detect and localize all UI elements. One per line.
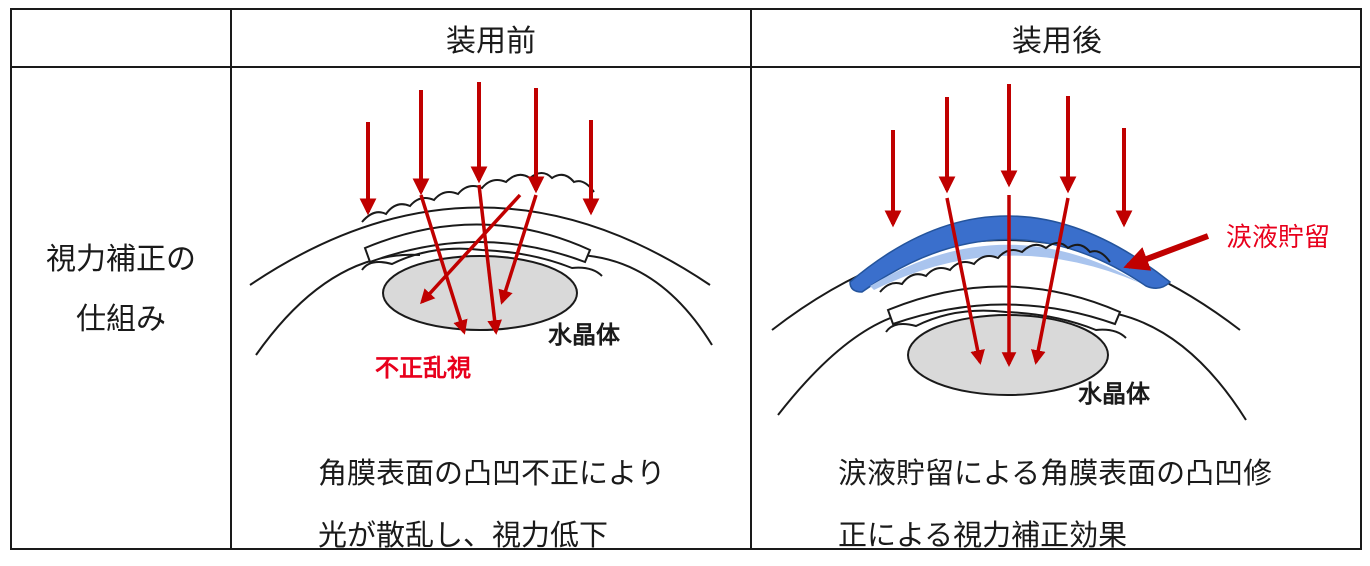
row-label-line1: 視力補正の — [46, 242, 196, 277]
after-tear-film-dark — [849, 215, 1172, 293]
caption-before: 角膜表面の凸凹不正により 光が散乱し、視力低下 — [318, 442, 665, 566]
after-label-lens: 水晶体 — [1078, 380, 1151, 408]
caption-before-line1: 角膜表面の凸凹不正により — [318, 456, 666, 490]
after-eye-inner-curve — [777, 309, 931, 416]
after-ray-1 — [945, 197, 985, 365]
header-divider — [12, 66, 1360, 68]
caption-before-line2: 光が散乱し、視力低下 — [318, 518, 609, 552]
before-iris-ring — [361, 247, 603, 277]
column-divider-right — [750, 10, 752, 548]
before-ray-3 — [420, 193, 522, 305]
caption-after-line1: 涙液貯留による角膜表面の凸凹修 — [838, 456, 1273, 490]
before-iris-band — [363, 223, 592, 264]
row-label-line2: 仕組み — [76, 302, 166, 337]
after-tear-pointer-arrow — [1123, 233, 1210, 271]
after-iris-ring — [885, 309, 1127, 339]
header-after: 装用後 — [1012, 24, 1102, 59]
before-cornea-bumpy — [361, 172, 595, 223]
before-eye-inner-curve — [255, 253, 421, 356]
column-divider-left — [230, 10, 232, 548]
after-cornea-bumpy — [879, 242, 1111, 293]
after-tear-film-light — [870, 244, 1140, 290]
before-ray-2 — [477, 184, 502, 335]
before-eye-inner-curve-right — [579, 254, 713, 346]
before-ray-4 — [498, 194, 538, 305]
after-label-tear: 涙液貯留 — [1226, 223, 1330, 253]
caption-after-line2: 正による視力補正効果 — [838, 518, 1128, 552]
before-ray-1 — [419, 194, 468, 335]
row-label: 視力補正の 仕組み — [12, 230, 230, 350]
after-ray-3 — [1031, 197, 1070, 365]
before-label-lens: 水晶体 — [548, 321, 621, 349]
before-label-astigmatism: 不正乱視 — [375, 354, 471, 382]
before-lens — [382, 255, 578, 331]
caption-after: 涙液貯留による角膜表面の凸凹修 正による視力補正効果 — [838, 442, 1272, 566]
comparison-table: 装用前 装用後 視力補正の 仕組み 角膜表面の凸凹不正により 光が散乱し、視力低… — [10, 8, 1362, 552]
header-before: 装用前 — [446, 24, 536, 59]
